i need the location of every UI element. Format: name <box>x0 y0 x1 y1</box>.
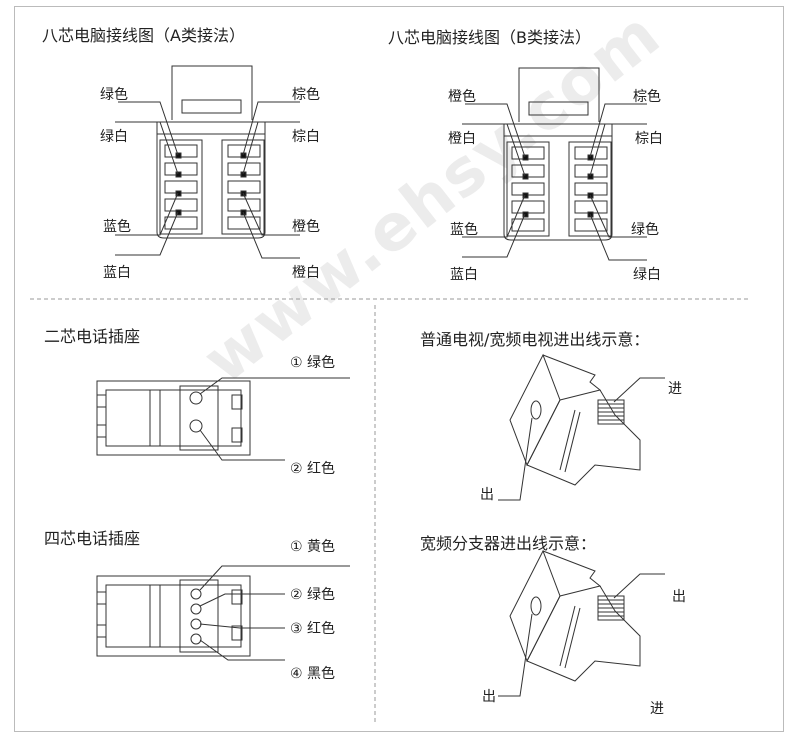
label: ① 黄色 <box>290 539 336 555</box>
in-label: 进 <box>668 381 682 397</box>
splitter-title: 宽频分支器进出线示意： <box>420 534 597 553</box>
tv-title: 普通电视/宽频电视进出线示意： <box>420 330 650 349</box>
label: 蓝色 <box>450 222 478 238</box>
label: 橙色 <box>292 219 320 235</box>
rj45-connector-a <box>115 65 300 259</box>
pin-mark <box>175 209 182 216</box>
out-label: 出 <box>482 689 496 705</box>
out-label: 出 <box>480 487 494 503</box>
port-hole <box>530 596 542 616</box>
two-core-title: 二芯电话插座 <box>44 327 141 346</box>
label: ② 红色 <box>290 461 336 477</box>
terminal-1 <box>189 391 203 405</box>
four-core-phone-socket <box>96 565 350 661</box>
label: 橙色 <box>448 89 476 105</box>
rj45-connector-b <box>462 67 647 261</box>
label: 橙白 <box>292 265 320 281</box>
label: 棕色 <box>633 89 661 105</box>
tv-socket-drawing <box>498 353 665 501</box>
pin-mark <box>175 190 182 197</box>
label: 蓝白 <box>450 267 478 283</box>
label: 绿白 <box>100 129 128 145</box>
two-core-phone-socket <box>96 377 350 461</box>
pin-mark <box>522 192 529 199</box>
label: 蓝白 <box>103 265 131 281</box>
eight-core-b-title: 八芯电脑接线图（B类接法） <box>388 28 591 47</box>
pin-mark <box>522 173 529 180</box>
splitter-drawing <box>498 549 665 697</box>
pin-mark <box>522 154 529 161</box>
label: 蓝色 <box>103 219 131 235</box>
label: ④ 黑色 <box>290 666 336 682</box>
label: ② 绿色 <box>290 587 336 603</box>
pin-mark <box>522 211 529 218</box>
page-frame <box>14 6 784 732</box>
label: 橙白 <box>448 131 476 147</box>
label: 绿色 <box>100 87 128 103</box>
in-label: 进 <box>650 701 664 717</box>
label: ③ 红色 <box>290 621 336 637</box>
eight-core-a-title: 八芯电脑接线图（A类接法） <box>42 26 245 45</box>
terminal-2 <box>189 419 203 433</box>
label: 绿白 <box>633 267 661 283</box>
pin-mark <box>175 152 182 159</box>
label: ① 绿色 <box>290 355 336 371</box>
label: 棕色 <box>292 87 320 103</box>
port-hole <box>530 400 542 420</box>
label: 棕白 <box>635 131 663 147</box>
out-label: 出 <box>672 589 686 605</box>
four-core-title: 四芯电话插座 <box>44 529 141 548</box>
label: 棕白 <box>292 129 320 145</box>
pin-mark <box>175 171 182 178</box>
label: 绿色 <box>631 222 659 238</box>
